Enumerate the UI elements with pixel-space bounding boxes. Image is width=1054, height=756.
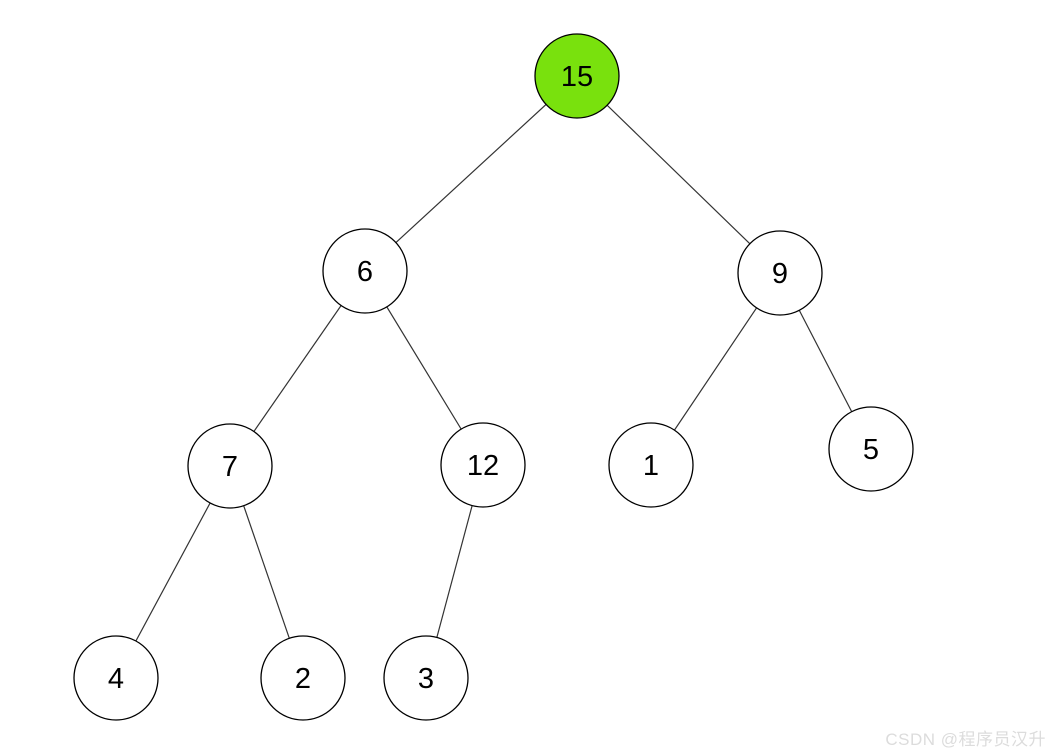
tree-node-1: 1 (608, 422, 694, 508)
node-label: 6 (357, 256, 373, 288)
tree-node-15: 15 (534, 33, 620, 119)
tree-node-2: 2 (260, 635, 346, 721)
node-circle (73, 635, 159, 721)
tree-node-12: 12 (440, 422, 526, 508)
tree-node-7: 7 (187, 423, 273, 509)
csdn-watermark: CSDN @程序员汉升 (885, 730, 1046, 749)
tree-node-3: 3 (383, 635, 469, 721)
node-circle (737, 230, 823, 316)
root-node-circle (534, 33, 620, 119)
tree-node-6: 6 (322, 228, 408, 314)
tree-node-9: 9 (737, 230, 823, 316)
tree-edge-15-6 (364, 75, 578, 272)
node-circle (440, 422, 526, 508)
node-circle (383, 635, 469, 721)
node-circle (260, 635, 346, 721)
node-label: 4 (108, 663, 124, 695)
node-label: 3 (418, 663, 434, 695)
node-circle (187, 423, 273, 509)
node-circle (608, 422, 694, 508)
node-circle (828, 406, 914, 492)
tree-node-5: 5 (828, 406, 914, 492)
tree-edge-15-9 (576, 75, 781, 274)
node-label: 5 (863, 434, 879, 466)
tree-node-4: 4 (73, 635, 159, 721)
node-label: 7 (222, 451, 238, 483)
node-label: 12 (467, 450, 499, 482)
node-label: 9 (772, 258, 788, 290)
node-label: 1 (643, 450, 659, 482)
node-label: 2 (295, 663, 311, 695)
node-circle (322, 228, 408, 314)
node-label: 15 (561, 61, 593, 93)
